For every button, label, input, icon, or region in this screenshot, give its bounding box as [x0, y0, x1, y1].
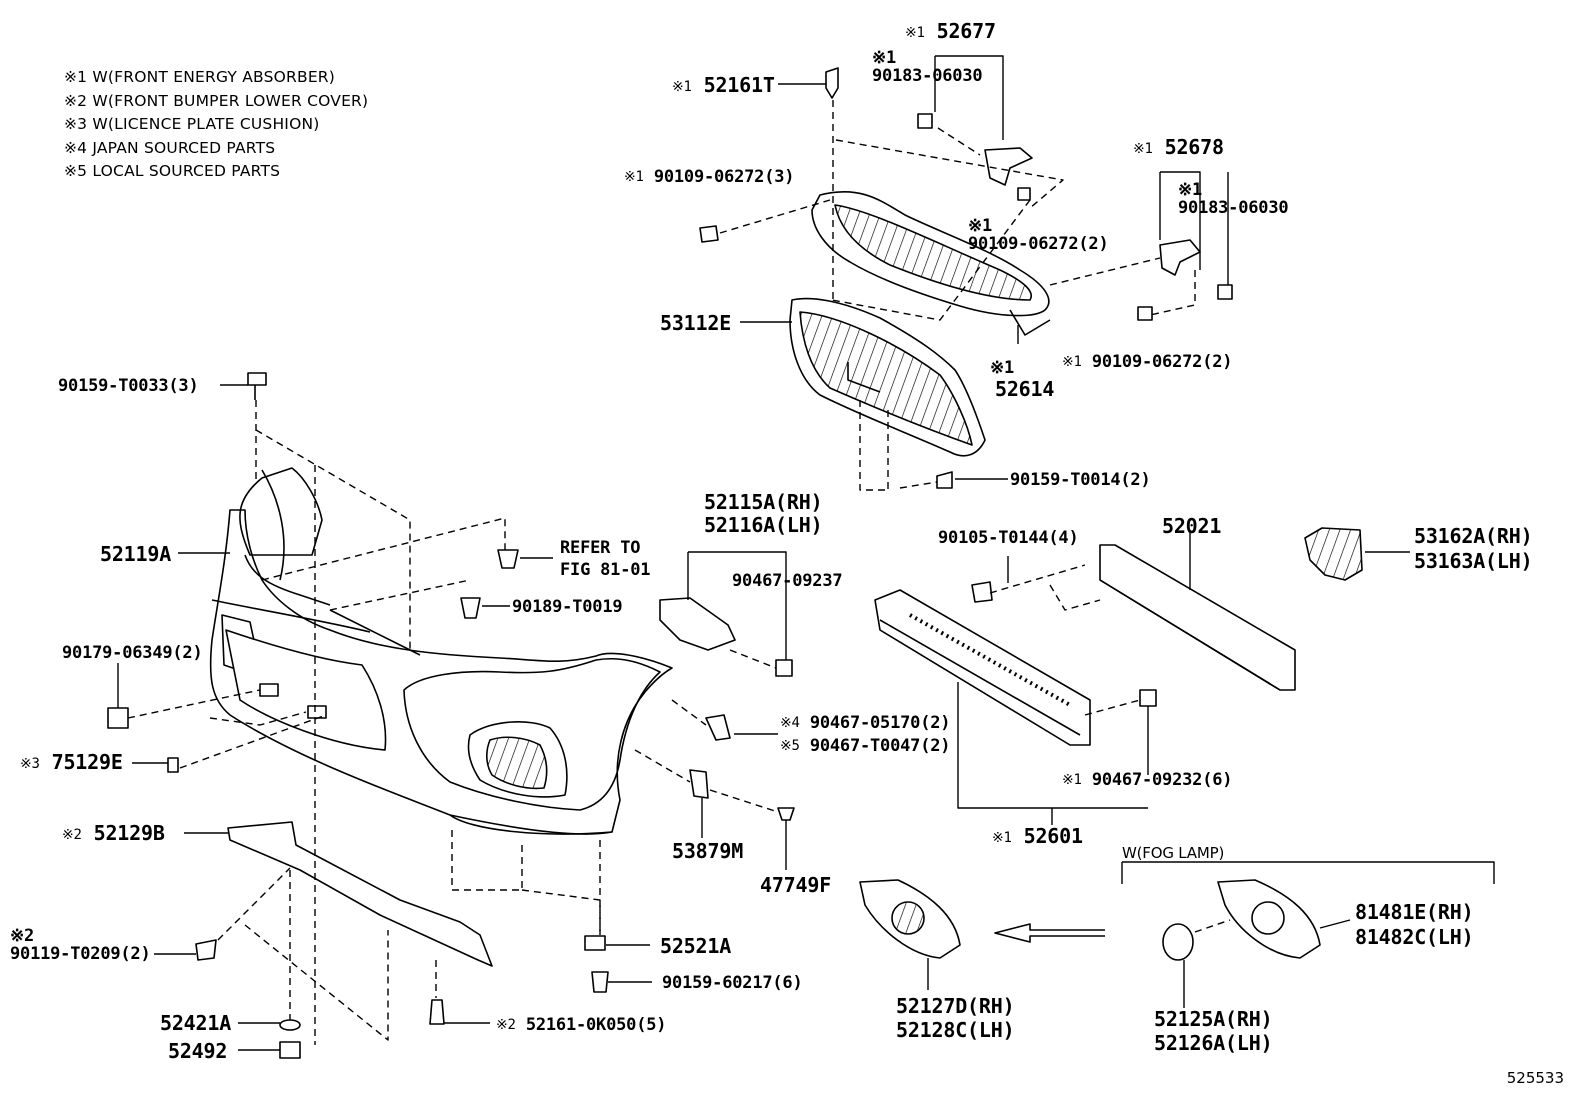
lower-cover [227, 821, 493, 967]
refer-note-line2[interactable]: FIG 81-01 [560, 560, 651, 580]
part-label-90183-06030-b[interactable]: 90183-06030 [1178, 198, 1289, 218]
legend-item: ※1 W(FRONT ENERGY ABSORBER) [64, 68, 336, 86]
fasteners [107, 67, 1157, 1059]
assembly-lines [127, 100, 1231, 1045]
part-label-52115a[interactable]: 52115A(RH) [704, 490, 823, 514]
reinforcement-52021 [1099, 544, 1296, 691]
part-label-53879m[interactable]: 53879M [672, 839, 744, 863]
part-label-53112e[interactable]: 53112E [660, 311, 732, 335]
clip-90183-b [1217, 284, 1233, 300]
part-label-81481e[interactable]: 81481E(RH) [1355, 900, 1474, 924]
part-label-90467-05170[interactable]: ※4 90467-05170(2) [780, 713, 951, 733]
part-label-90159-t0033[interactable]: 90159-T0033(3) [58, 376, 199, 396]
part-mark: ※1 [990, 358, 1015, 378]
part-label-52521a[interactable]: 52521A [660, 934, 732, 958]
part-label-47749f[interactable]: 47749F [760, 873, 832, 897]
part-label-52677[interactable]: ※1 52677 [905, 19, 996, 43]
part-label-90119-t0209[interactable]: 90119-T0209(2) [10, 944, 151, 964]
part-mark: ※2 [10, 926, 35, 946]
energy-absorber [874, 589, 1091, 746]
part-label-90109-06272-2-c[interactable]: ※1 90109-06272(2) [1062, 352, 1233, 372]
part-label-52601[interactable]: ※1 52601 [992, 824, 1083, 848]
bracket-52678 [1159, 239, 1201, 276]
part-label-52161-0k050[interactable]: ※2 52161-0K050(5) [496, 1015, 667, 1035]
part-label-52127d[interactable]: 52127D(RH) [896, 994, 1015, 1018]
part-label-52492[interactable]: 52492 [168, 1039, 228, 1063]
part-label-53163a[interactable]: 53163A(LH) [1414, 549, 1533, 573]
part-label-90189-t0019[interactable]: 90189-T0019 [512, 597, 623, 617]
part-label-90179-06349[interactable]: 90179-06349(2) [62, 643, 203, 663]
legend-item: ※5 LOCAL SOURCED PARTS [64, 162, 281, 180]
part-label-52129b[interactable]: ※2 52129B [62, 821, 165, 845]
part-label-81482c[interactable]: 81482C(LH) [1355, 925, 1474, 949]
legend: ※1 W(FRONT ENERGY ABSORBER) ※2 W(FRONT B… [64, 66, 368, 184]
front-bumper-cover [209, 467, 673, 835]
refer-note-line1[interactable]: REFER TO [560, 538, 641, 558]
part-mark: ※1 [872, 48, 897, 68]
part-label-90159-t0014[interactable]: 90159-T0014(2) [1010, 470, 1151, 490]
fog-lamp-group-title: W(FOG LAMP) [1122, 844, 1225, 862]
bracket-52677 [984, 147, 1033, 186]
leader-lines [117, 55, 1495, 1051]
part-label-52126a[interactable]: 52126A(LH) [1154, 1031, 1273, 1055]
fog-lamp-cover [859, 879, 961, 959]
part-label-52125a[interactable]: 52125A(RH) [1154, 1007, 1273, 1031]
part-label-90467-t0047[interactable]: ※5 90467-T0047(2) [780, 736, 951, 756]
direction-arrow [994, 923, 1105, 943]
part-label-52421a[interactable]: 52421A [160, 1011, 232, 1035]
part-label-90467-09232[interactable]: ※1 90467-09232(6) [1062, 770, 1233, 790]
lower-grille [789, 297, 986, 457]
part-label-90105-t0144[interactable]: 90105-T0144(4) [938, 528, 1079, 548]
bracket-53162 [1304, 527, 1363, 581]
part-label-90183-06030[interactable]: 90183-06030 [872, 66, 983, 86]
clip-90183-a [917, 113, 933, 129]
fog-lamp-bezel [1217, 879, 1321, 959]
part-label-52614[interactable]: 52614 [995, 377, 1055, 401]
legend-item: ※2 W(FRONT BUMPER LOWER COVER) [64, 91, 369, 110]
part-label-52116a[interactable]: 52116A(LH) [704, 513, 823, 537]
part-mark: ※1 [968, 216, 993, 236]
legend-item: ※4 JAPAN SOURCED PARTS [64, 138, 276, 157]
part-label-90159-60217[interactable]: 90159-60217(6) [662, 973, 803, 993]
part-label-53162a[interactable]: 53162A(RH) [1414, 524, 1533, 548]
part-label-52678[interactable]: ※1 52678 [1133, 135, 1224, 159]
part-label-52161t[interactable]: ※1 52161T [672, 73, 775, 97]
part-mark: ※1 [1178, 180, 1203, 200]
upper-grille-absorber [811, 191, 1051, 336]
fog-lamp [1162, 923, 1194, 961]
bumper-side-support [659, 597, 736, 651]
part-label-75129e[interactable]: ※3 75129E [20, 750, 123, 774]
part-label-52021[interactable]: 52021 [1162, 514, 1222, 538]
part-label-52119a[interactable]: 52119A [100, 542, 172, 566]
part-label-90467-09237[interactable]: 90467-09237 [732, 571, 843, 591]
part-label-90109-06272-2[interactable]: 90109-06272(2) [968, 234, 1109, 254]
legend-item: ※3 W(LICENCE PLATE CUSHION) [64, 115, 320, 133]
part-label-52128c[interactable]: 52128C(LH) [896, 1018, 1015, 1042]
illustration-id: 525533 [1506, 1069, 1564, 1087]
part-label-90109-06272-3[interactable]: ※1 90109-06272(3) [624, 167, 795, 187]
